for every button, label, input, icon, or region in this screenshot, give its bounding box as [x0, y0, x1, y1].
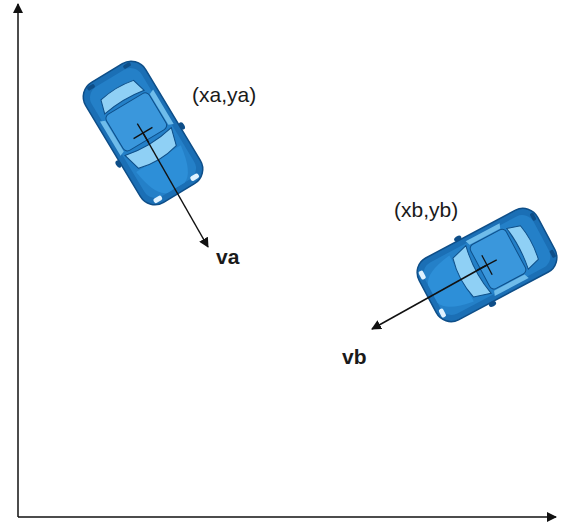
position-label: (xa,ya) [192, 82, 256, 107]
velocity-label: vb [342, 344, 367, 369]
position-label: (xb,yb) [394, 197, 458, 222]
velocity-label: va [216, 244, 239, 269]
